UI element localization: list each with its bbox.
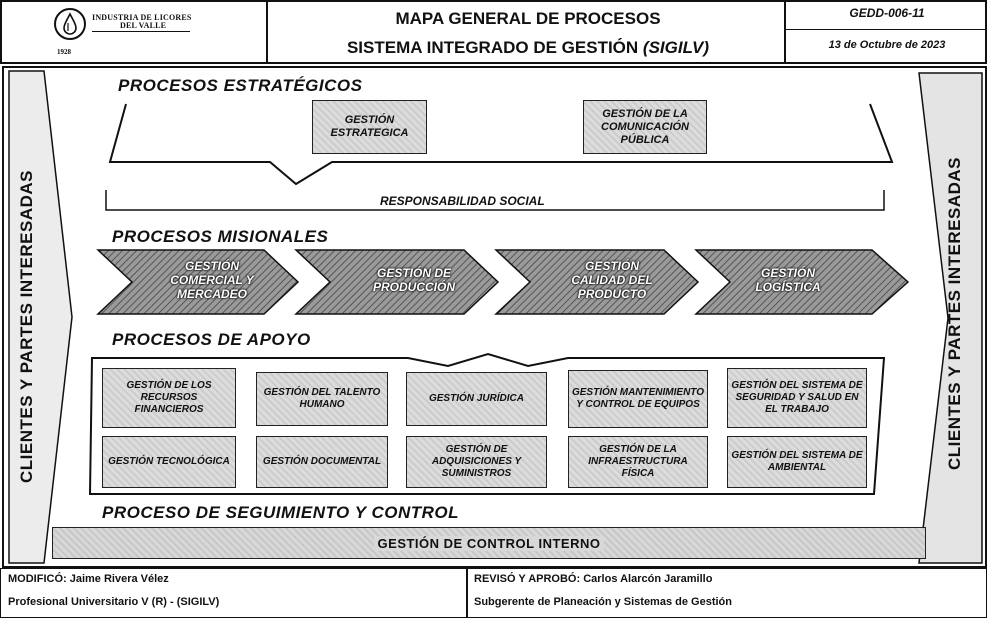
diagram-frame: [2, 66, 987, 568]
missional-arrow-3: [494, 249, 700, 315]
missional-label-3: GESTIÓN CALIDAD DEL PRODUCTO: [571, 259, 653, 301]
modified-by-role: Profesional Universitario V (R) - (SIGIL…: [8, 596, 220, 608]
company-logo: [50, 6, 90, 48]
modified-by: MODIFICÓ: Jaime Rivera Vélez: [8, 573, 169, 585]
missional-label-2: GESTIÓN DE PRODUCCIÓN: [372, 266, 455, 294]
subtitle-text: SISTEMA INTEGRADO DE GESTIÓN: [346, 38, 643, 57]
header-divider-right: [784, 0, 786, 64]
document-code: GEDD-006-11: [849, 6, 925, 20]
document-date: 13 de Octubre de 2023: [828, 39, 946, 51]
support-box-r1-3: GESTIÓN JURÍDICA: [406, 372, 547, 426]
page-subtitle: SISTEMA INTEGRADO DE GESTIÓN (SIGILV): [268, 38, 788, 58]
strategic-bracket: [108, 103, 894, 186]
support-box-r2-5: GESTIÓN DEL SISTEMA DE AMBIENTAL: [727, 436, 867, 488]
header-divider-mid: [784, 29, 987, 30]
logo-year: 1928: [57, 48, 71, 56]
support-section-title: PROCESOS DE APOYO: [112, 330, 311, 349]
social-responsibility-label: RESPONSABILIDAD SOCIAL: [380, 194, 545, 208]
logo-line1: INDUSTRIA DE LICORES: [92, 13, 192, 22]
right-side-arrow: [918, 72, 983, 564]
missional-arrow-2: [294, 249, 500, 315]
drop-icon: [54, 8, 86, 40]
missional-arrow-1: [96, 249, 300, 315]
right-side-label: CLIENTES Y PARTES INTERESADAS: [945, 157, 964, 470]
strategic-box-1: GESTIÓN ESTRATEGICA: [312, 100, 427, 154]
internal-control-label: GESTIÓN DE CONTROL INTERNO: [373, 535, 605, 551]
header-divider-left: [266, 0, 268, 64]
missional-arrow-4: [694, 249, 910, 315]
support-container: [88, 352, 886, 495]
approved-by: REVISÓ Y APROBÓ: Carlos Alarcón Jaramill…: [474, 573, 713, 585]
approved-by-role: Subgerente de Planeación y Sistemas de G…: [474, 596, 732, 608]
footer-divider: [466, 568, 468, 618]
social-responsibility-bracket: [105, 190, 885, 211]
support-box-r2-1: GESTIÓN TECNOLÓGICA: [102, 436, 236, 488]
support-box-r1-2: GESTIÓN DEL TALENTO HUMANO: [256, 372, 388, 426]
missional-section-title: PROCESOS MISIONALES: [112, 227, 329, 246]
support-box-r2-2: GESTIÓN DOCUMENTAL: [256, 436, 388, 488]
missional-arrows: [96, 249, 910, 315]
logo-company-name: INDUSTRIA DE LICORES DEL VALLE: [92, 14, 222, 30]
strategic-box-2: GESTIÓN DE LA COMUNICACIÓN PÚBLICA: [583, 100, 707, 154]
support-box-r1-1: GESTIÓN DE LOS RECURSOS FINANCIEROS: [102, 368, 236, 428]
header-frame: [0, 0, 987, 64]
strategic-section-title: PROCESOS ESTRATÉGICOS: [118, 76, 363, 95]
page-title: MAPA GENERAL DE PROCESOS: [395, 9, 661, 28]
internal-control-bar: GESTIÓN DE CONTROL INTERNO: [52, 527, 926, 559]
logo-underline: [92, 31, 190, 32]
support-box-r1-4: GESTIÓN MANTENIMIENTO Y CONTROL DE EQUIP…: [568, 370, 708, 428]
control-section-title: PROCESO DE SEGUIMIENTO Y CONTROL: [102, 503, 459, 522]
support-box-r1-5: GESTIÓN DEL SISTEMA DE SEGURIDAD Y SALUD…: [727, 368, 867, 428]
support-box-r2-3: GESTIÓN DE ADQUISICIONES Y SUMINISTROS: [406, 436, 547, 488]
subtitle-acronym: (SIGILV): [642, 38, 710, 57]
support-box-r2-4: GESTIÓN DE LA INFRAESTRUCTURA FÍSICA: [568, 436, 708, 488]
logo-line2: DEL VALLE: [120, 21, 167, 30]
left-side-arrow: [8, 70, 73, 564]
left-side-label: CLIENTES Y PARTES INTERESADAS: [17, 170, 36, 483]
missional-label-4: GESTIÓN LOGÍSTICA: [755, 266, 821, 294]
missional-label-1: GESTIÓN COMERCIAL Y MERCADEO: [170, 259, 254, 301]
